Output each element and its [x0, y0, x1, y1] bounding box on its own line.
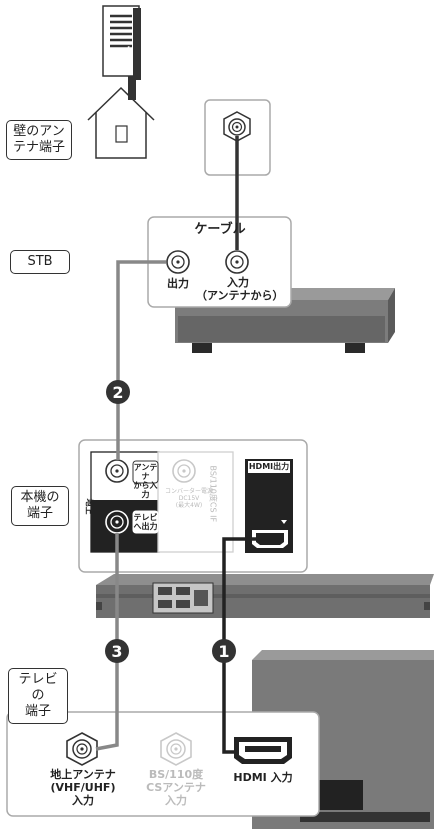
wall-antenna-connector-icon	[223, 111, 251, 142]
bs-cs-if-label: BS/110度CS IF	[208, 465, 218, 523]
tv-out-label: テレビ へ出力	[133, 513, 158, 531]
antenna-input-connector-icon	[105, 459, 129, 483]
stb-input-connector-icon	[225, 250, 249, 274]
tv-output-connector-icon	[105, 510, 129, 534]
svg-text:1: 1	[218, 642, 229, 661]
wall-terminal-label: 壁のアン テナ端子	[6, 120, 72, 160]
stb-output-label: 出力	[167, 277, 189, 290]
tv-bs-cs-input-label: BS/110度 CSアンテナ 入力	[146, 768, 206, 807]
converter-power-label: コンバーター電源 DC15V (最大4W)	[165, 488, 214, 509]
terrestrial-label: 地上	[84, 498, 94, 515]
hdmi-out-label: HDMI出力	[248, 462, 290, 471]
step-badge-2: 2	[106, 380, 130, 404]
stb-input-label: 入力 （アンテナから）	[196, 276, 284, 302]
stb-panel-title: ケーブル	[194, 222, 246, 237]
cable-unit-to-tv-antenna	[95, 533, 119, 751]
main-unit-terminal-label: 本機の 端子	[11, 486, 69, 526]
stb-output-connector-icon	[166, 250, 190, 274]
catv-sign	[102, 5, 141, 100]
tv-hdmi-input-label: HDMI 入力	[233, 771, 293, 784]
antenna-in-label: アンテナ から入力	[133, 463, 158, 499]
hdmi-out-port-icon	[252, 520, 288, 548]
house-icon	[87, 86, 155, 159]
tv-terrestrial-connector-icon	[66, 732, 98, 766]
step-badge-1: 1	[212, 639, 236, 663]
main-unit-device	[96, 574, 434, 618]
svg-text:3: 3	[111, 642, 122, 661]
tv-hdmi-input-port-icon	[234, 737, 292, 764]
step-badge-3: 3	[105, 639, 129, 663]
svg-text:2: 2	[112, 383, 123, 402]
tv-bs-cs-connector-icon	[160, 732, 192, 766]
stb-label: STB	[10, 250, 70, 274]
bs-cs-input-connector-icon	[172, 459, 196, 483]
tv-terrestrial-input-label: 地上アンテナ (VHF/UHF) 入力	[50, 768, 116, 807]
tv-terminal-label: テレビの 端子	[8, 668, 68, 724]
